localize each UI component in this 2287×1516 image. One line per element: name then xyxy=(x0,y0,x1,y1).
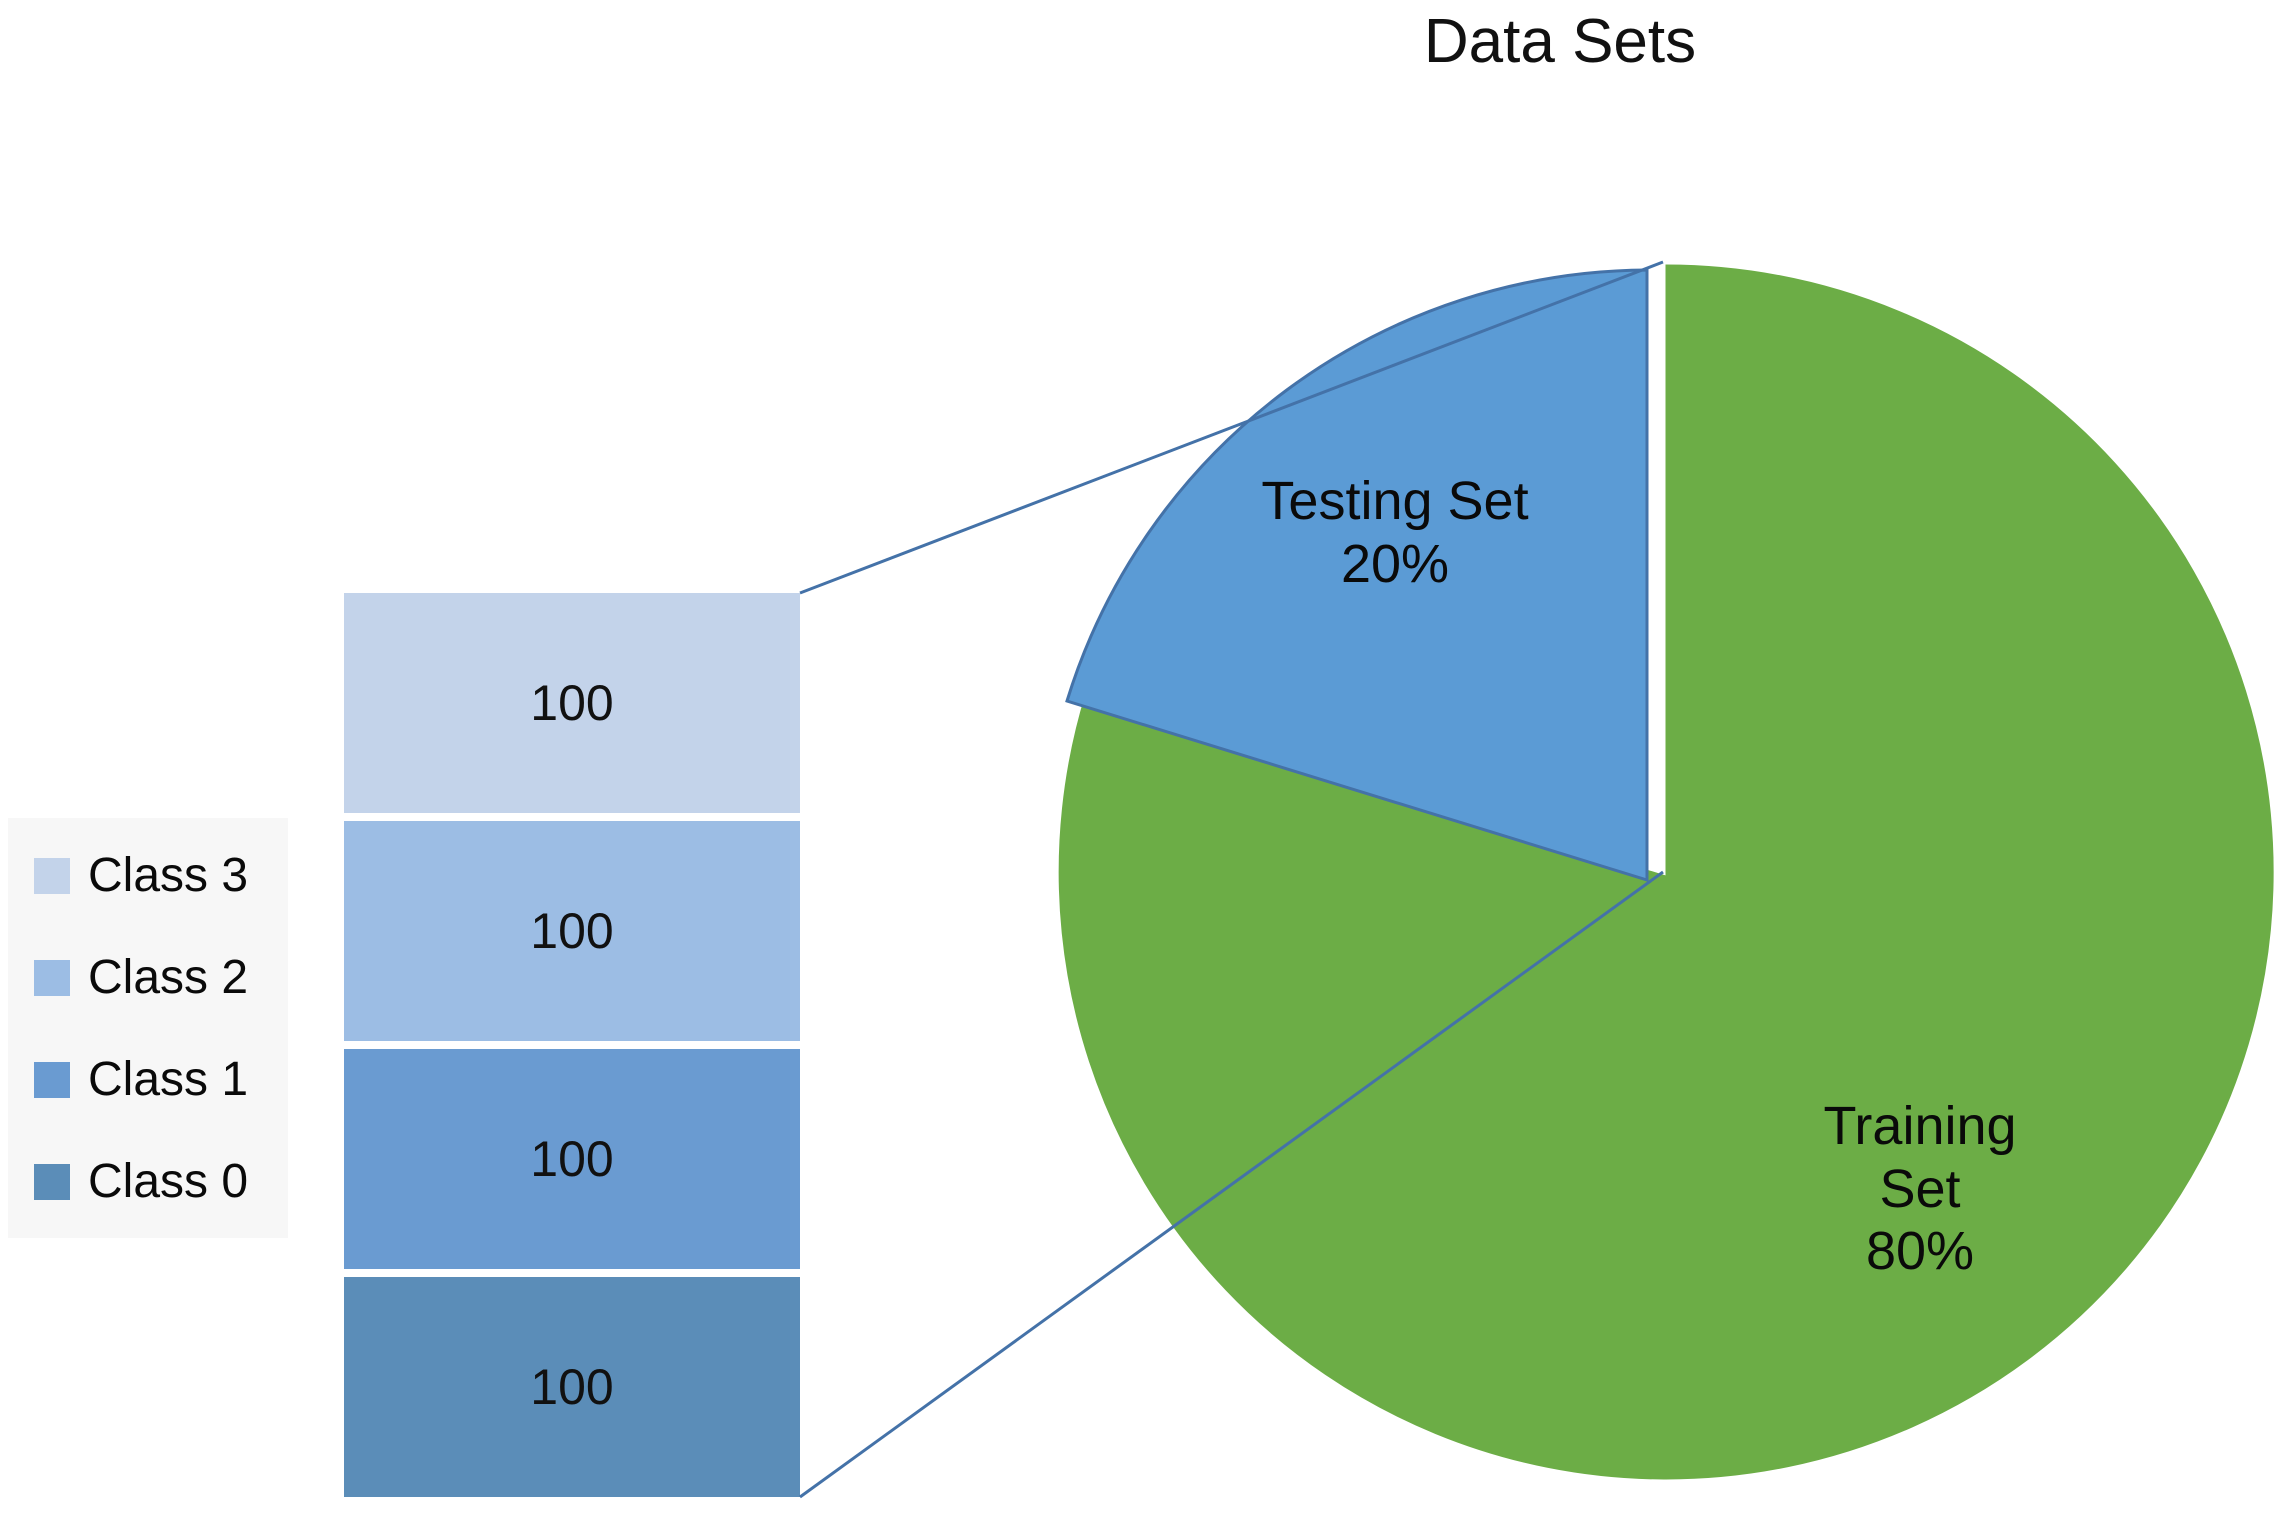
legend-item-label: Class 2 xyxy=(88,951,249,1004)
legend-item-class-1[interactable]: Class 1 xyxy=(34,1050,248,1110)
legend-swatch-icon xyxy=(34,858,70,894)
pie-label-training-set: Training Set 80% xyxy=(1823,1096,2017,1282)
legend-swatch-icon xyxy=(34,1062,70,1098)
leader-line-bottom xyxy=(799,870,1664,1499)
stacked-bar-chart: 100 100 100 100 xyxy=(344,593,800,1497)
pie-label-testing-set: Testing Set 20% xyxy=(1261,471,1529,594)
legend-item-class-3[interactable]: Class 3 xyxy=(34,846,248,906)
legend: Class 3 Class 2 Class 1 Class 0 xyxy=(8,818,288,1238)
legend-item-label: Class 0 xyxy=(88,1155,249,1208)
bar-segment-value: 100 xyxy=(530,903,614,959)
legend-item-class-0[interactable]: Class 0 xyxy=(34,1152,248,1212)
legend-item-class-2[interactable]: Class 2 xyxy=(34,948,248,1008)
bar-segment-value: 100 xyxy=(530,1359,614,1415)
legend-item-label: Class 1 xyxy=(88,1053,249,1106)
page-title: Data Sets xyxy=(1423,7,1697,76)
bar-segment-value: 100 xyxy=(530,675,614,731)
bar-segment-class-0[interactable]: 100 xyxy=(344,1277,800,1497)
bar-segment-value: 100 xyxy=(530,1131,614,1187)
bar-segment-class-1[interactable]: 100 xyxy=(344,1049,800,1269)
legend-swatch-icon xyxy=(34,1164,70,1200)
legend-swatch-icon xyxy=(34,960,70,996)
pie-slice-training-set[interactable] xyxy=(1053,259,2279,1485)
legend-item-label: Class 3 xyxy=(88,849,249,902)
bar-segment-class-3[interactable]: 100 xyxy=(344,593,800,813)
bar-segment-class-2[interactable]: 100 xyxy=(344,821,800,1041)
